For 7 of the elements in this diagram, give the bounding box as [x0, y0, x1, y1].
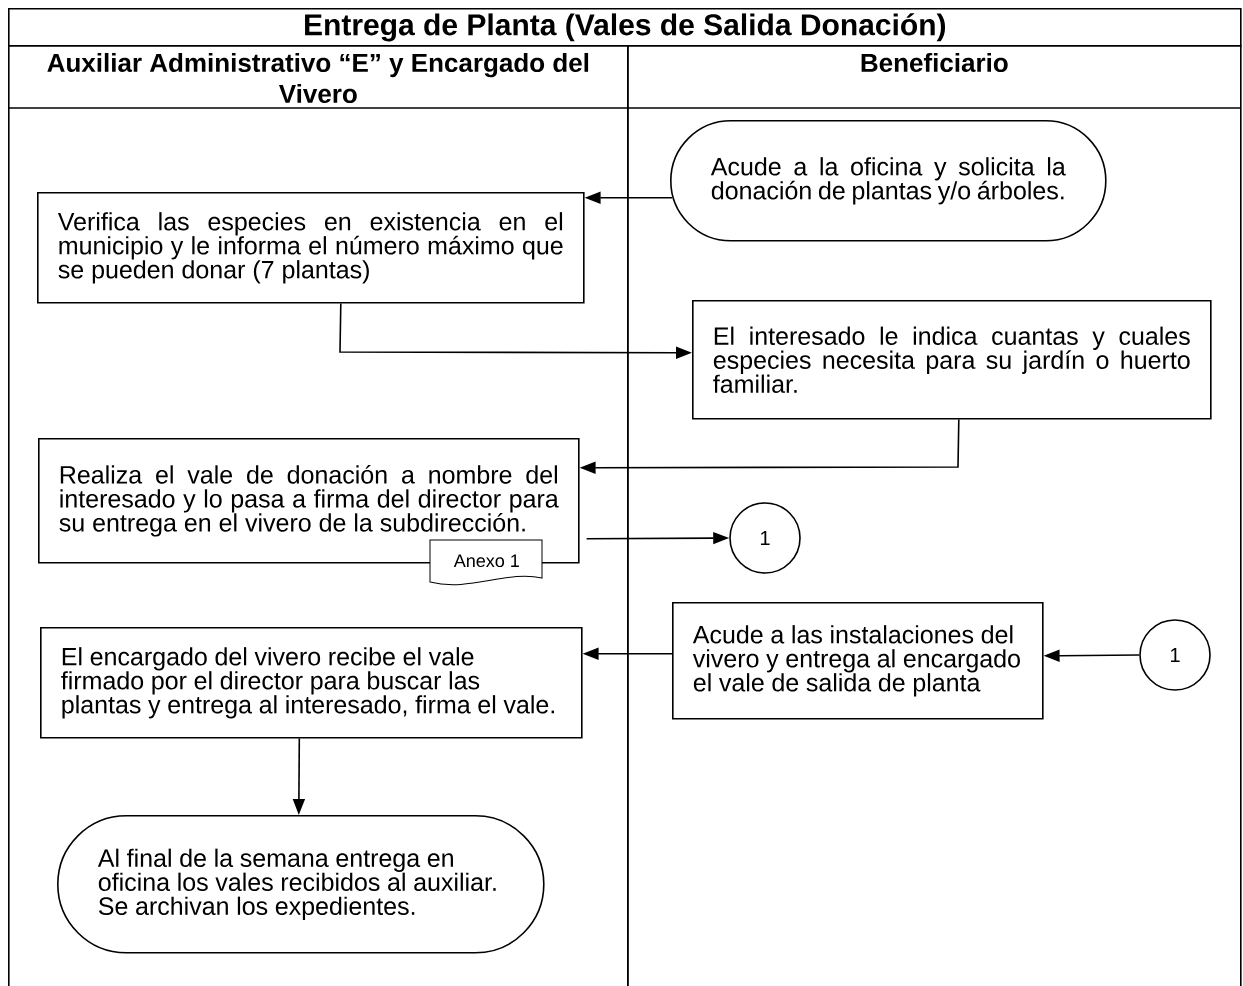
- process-box: El encargado del vivero recibe el vale firmado por el director para buscar las plantas y entrega al interesado, firma el vale.: [40, 627, 583, 739]
- terminal-box: Al final de la semana entrega en oficina los vales recibidos al auxiliar. Se archivan los expedientes.: [57, 815, 545, 954]
- process-box: Acude a las instalaciones del vivero y entrega al encargado el vale de salida de planta: [672, 602, 1044, 720]
- terminal-box: Acude a la oficina y solicita la donación de plantas y/o árboles.: [670, 120, 1107, 242]
- process-box: Verifica las especies en existencia en el municipio y le informa el número máximo que se pueden donar (7 plantas): [37, 192, 585, 304]
- title-bar: Entrega de Planta (Vales de Salida Donación): [8, 8, 1242, 47]
- process-box: El interesado le indica cuantas y cuales especies necesita para su jardín o huerto familiar.: [692, 300, 1212, 420]
